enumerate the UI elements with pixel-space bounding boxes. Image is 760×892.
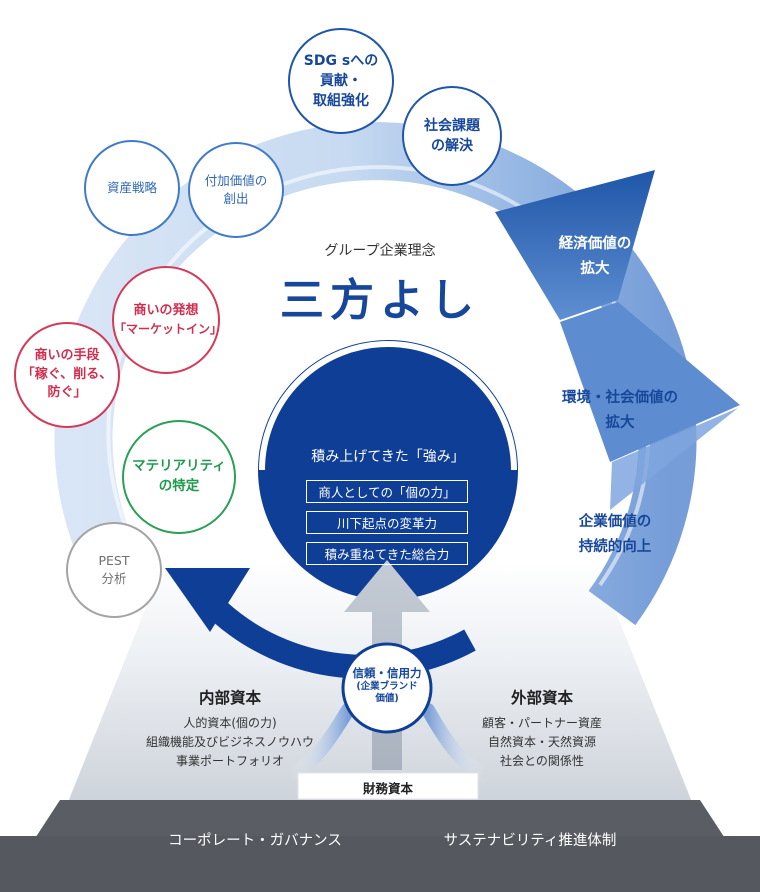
philosophy-subtitle: グループ企業理念	[324, 243, 436, 259]
internal-capital-title: 内部資本	[198, 689, 261, 707]
social-issues-line-1: 社会課題	[424, 117, 480, 134]
external-capital-title: 外部資本	[510, 689, 573, 707]
social-issues-circle: 社会課題の解決	[402, 86, 502, 186]
trust-line-1: 信頼・信用力	[352, 666, 422, 680]
added-value-line-1: 付加価値の	[204, 172, 268, 188]
strength-item: 川下起点の変革力	[306, 511, 468, 534]
business-idea-circle: 商いの発想「マーケットイン」	[112, 266, 223, 374]
sdgs-line-3: 取組強化	[313, 93, 369, 110]
business-idea-line-1: 商いの発想	[133, 302, 199, 318]
internal-capital-item: 事業ポートフォリオ	[175, 754, 284, 769]
trust-circle	[341, 642, 433, 734]
materiality-line-2: の特定	[158, 478, 200, 494]
business-means-line-3: 防ぐ」	[47, 385, 87, 401]
strengths-circle	[258, 340, 518, 600]
environmental-value-arrow	[560, 302, 740, 462]
economic-value-label: 経済価値の 拡大	[520, 232, 670, 283]
business-idea-line-2: 「マーケットイン」	[114, 321, 223, 336]
pest-line-1: PEST	[98, 552, 130, 568]
business-means-circle: 商いの手段「稼ぐ、削る、防ぐ」	[14, 322, 120, 428]
external-capital-item: 顧客・パートナー資産	[481, 716, 602, 730]
strength-item: 商人としての「個の力」	[306, 480, 468, 503]
asset-strategy-label: 資産戦略	[106, 179, 157, 195]
social-issues-line-2: の解決	[431, 138, 473, 154]
environmental-value-line-1: 環境・社会価値の	[562, 390, 678, 406]
inner-cycle-arrowhead	[165, 568, 250, 632]
added-value-circle: 付加価値の創出	[188, 142, 284, 238]
sdgs-circle: SDG sへの貢献・取組強化	[288, 28, 394, 134]
economic-value-arrow	[495, 170, 655, 320]
sustainability-label: サステナビリティ推進体制	[443, 833, 617, 849]
internal-capital-item: 人的資本(個の力)	[183, 716, 277, 730]
sdgs-line-1: SDG sへの	[303, 52, 379, 69]
sdgs-line-2: 貢献・	[320, 72, 362, 89]
external-capital-item: 自然資本・天然資源	[487, 735, 596, 750]
financial-capital-label: 財務資本	[362, 781, 413, 796]
strengths-title: 積み上げてきた「強み」	[311, 449, 465, 465]
trust-line-3: 価値)	[375, 693, 399, 705]
pest-circle: PEST 分析	[66, 522, 162, 618]
external-capital-item: 社会との関係性	[500, 754, 584, 769]
corporate-value-line-1: 企業価値の	[578, 514, 652, 530]
asset-strategy-circle: 資産戦略	[84, 140, 180, 236]
corporate-value-label: 企業価値の 持続的向上	[540, 510, 690, 561]
environmental-value-label: 環境・社会価値の 拡大	[542, 386, 698, 437]
governance-label: コーポレート・ガバナンス	[168, 833, 342, 849]
economic-value-line-1: 経済価値の	[558, 236, 632, 252]
added-value-line-2: 創出	[223, 191, 249, 206]
internal-capital: 内部資本 人的資本(個の力) 組織機能及びビジネスノウハウ 事業ポートフォリオ	[130, 686, 330, 772]
materiality-circle: マテリアリティの特定	[122, 420, 236, 534]
internal-capital-item: 組織機能及びビジネスノウハウ	[145, 735, 314, 750]
financial-capital-box	[297, 772, 479, 800]
inner-cycle-arrow	[212, 602, 476, 679]
trust-label: 信頼・信用力 (企業ブランド 価値)	[343, 666, 431, 706]
business-means-line-1: 商いの手段	[34, 347, 100, 363]
strength-item: 積み重ねてきた総合力	[306, 542, 468, 565]
external-capital: 外部資本 顧客・パートナー資産 自然資本・天然資源 社会との関係性	[452, 686, 632, 772]
philosophy-title: 三方よし	[280, 275, 480, 326]
corporate-value-line-2: 持続的向上	[578, 539, 652, 556]
economic-value-line-2: 拡大	[580, 261, 610, 278]
trust-line-2: (企業ブランド	[356, 680, 418, 692]
business-means-line-2: 「稼ぐ、削る、	[21, 366, 113, 382]
materiality-line-1: マテリアリティ	[132, 458, 226, 475]
environmental-value-line-2: 拡大	[605, 415, 635, 432]
pest-line-2: 分析	[101, 571, 127, 586]
